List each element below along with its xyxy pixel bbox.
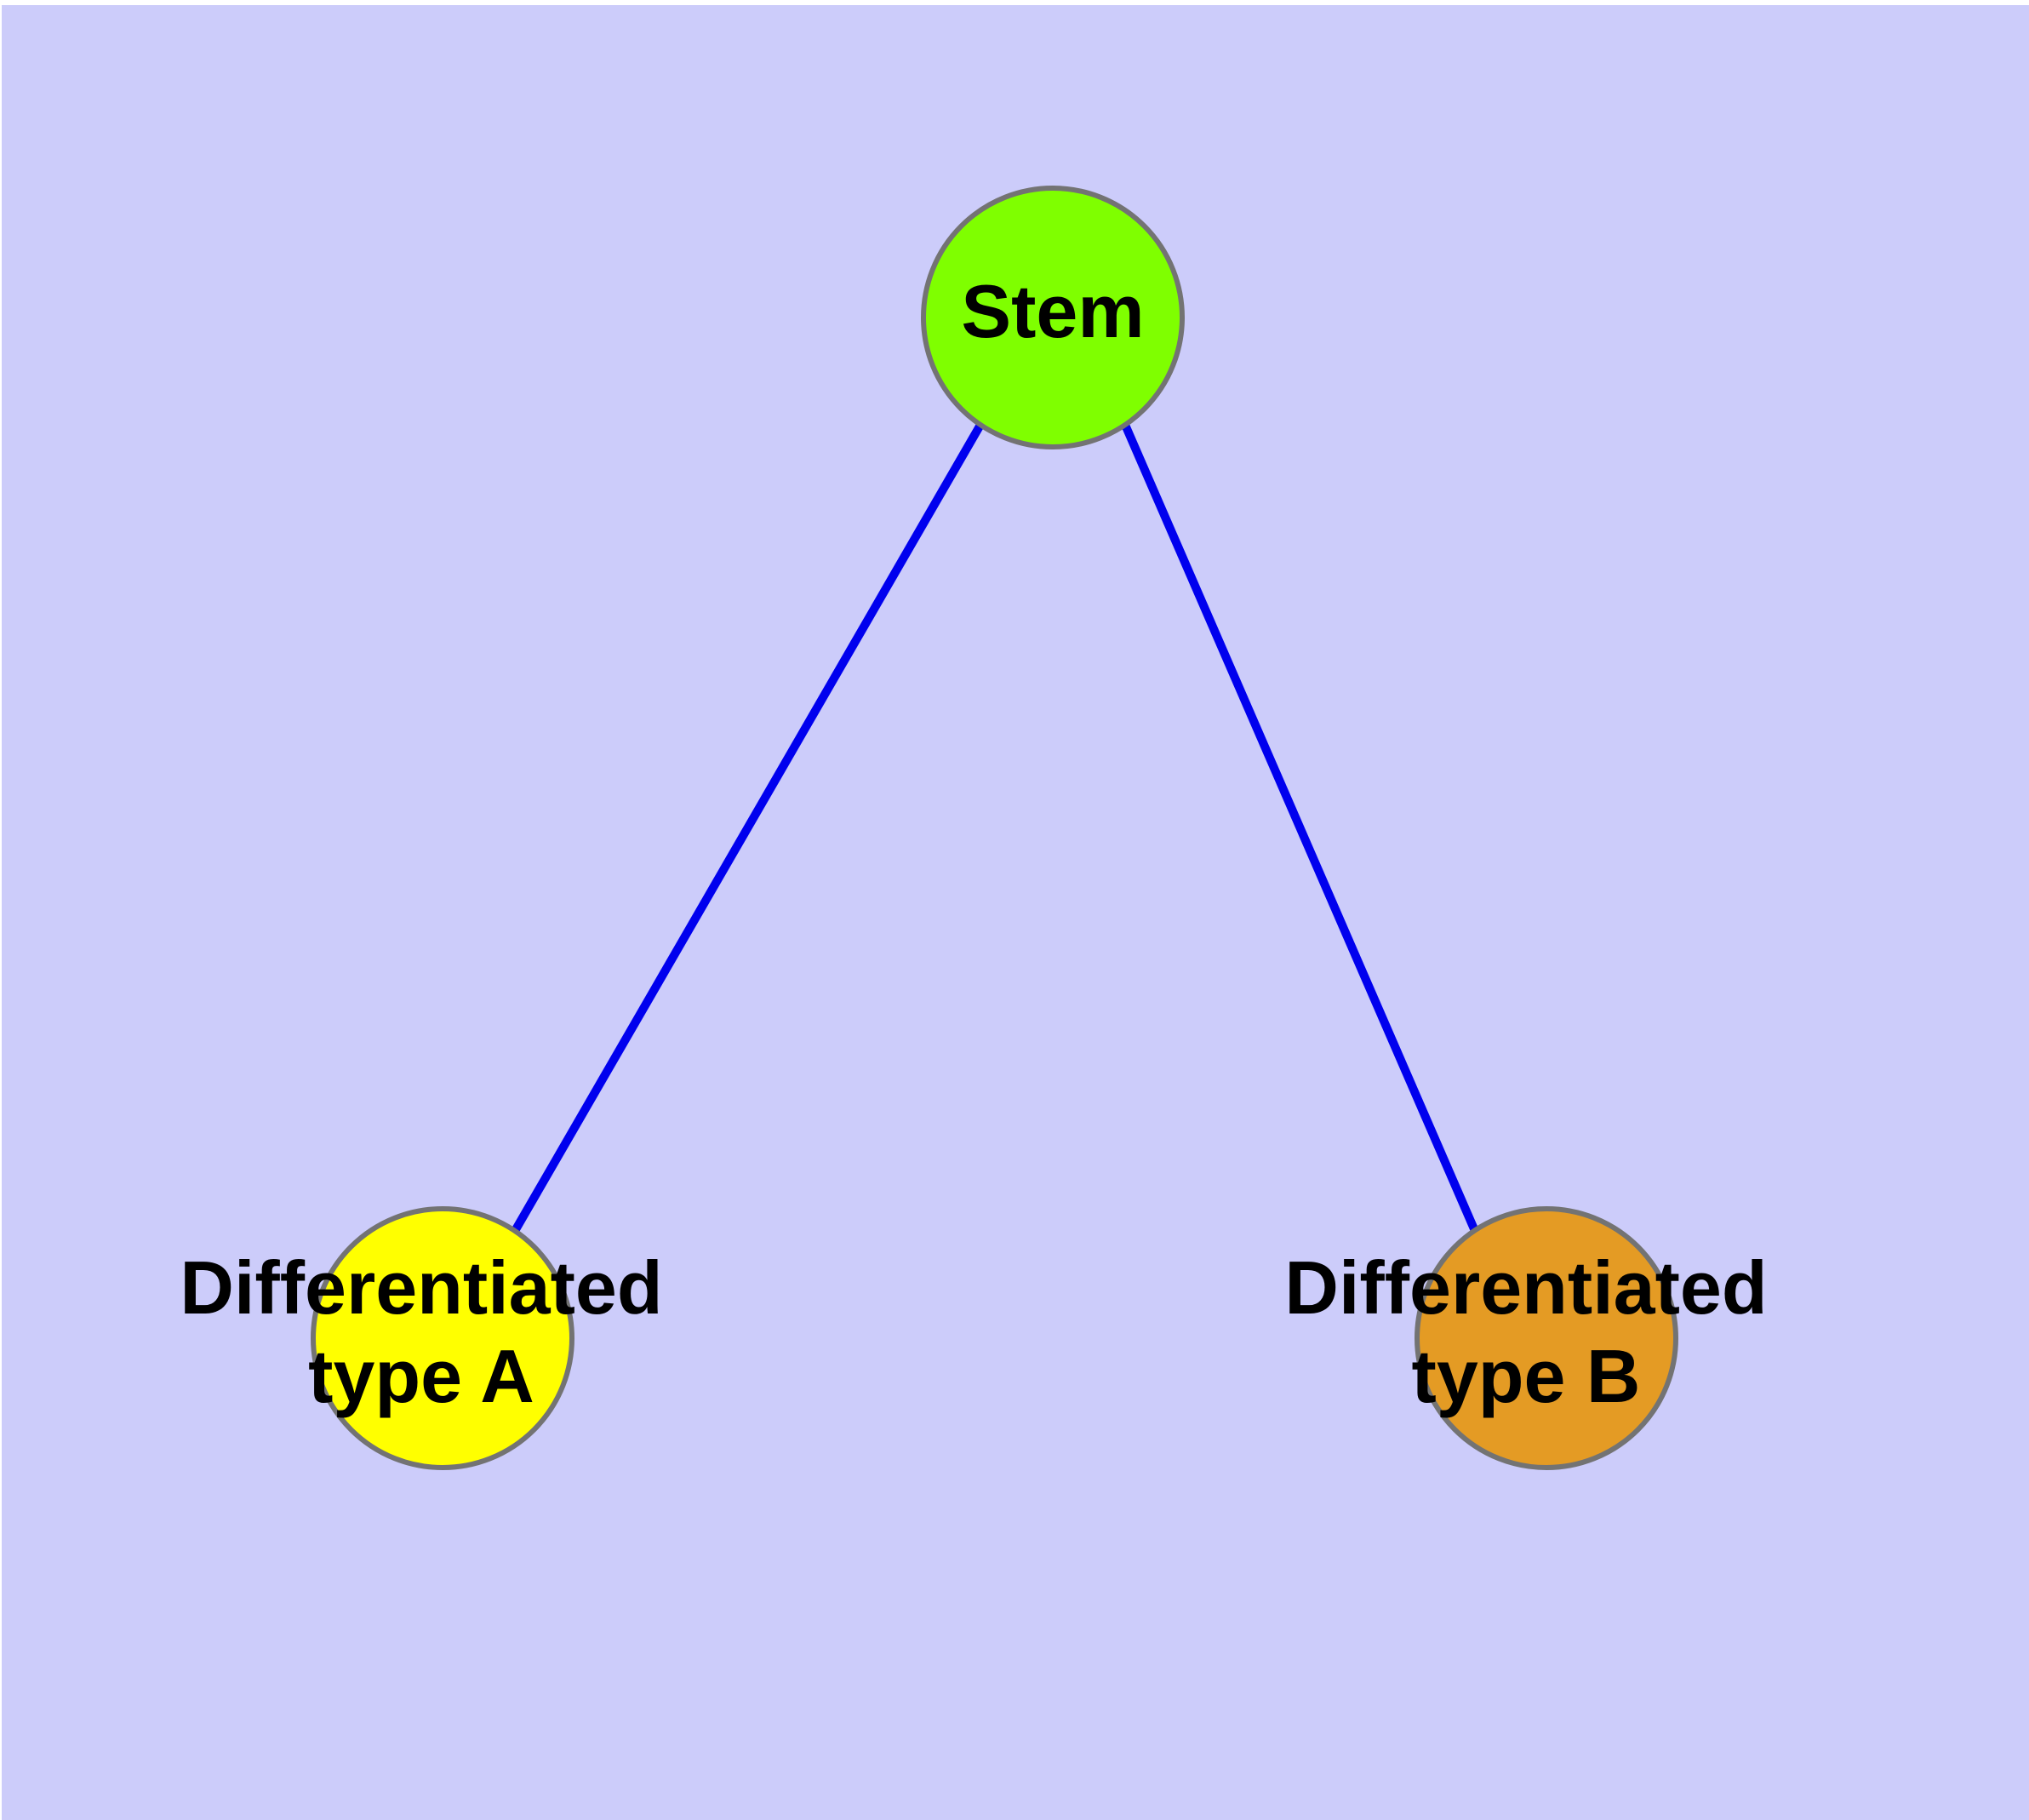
node-differentiated-type-b-circle[interactable]	[1415, 1206, 1678, 1470]
node-layer	[311, 186, 1678, 1470]
node-stem-label: Stem	[961, 269, 1144, 353]
edge-stem-to-differentiated-type-b[interactable]	[1121, 423, 1479, 1233]
node-differentiated-type-a[interactable]	[311, 1206, 574, 1470]
node-stem[interactable]	[921, 186, 1185, 449]
edge-stem-to-differentiated-type-a[interactable]	[511, 422, 985, 1233]
node-label-line: Differentiated	[1284, 1245, 1767, 1330]
node-label-line: type B	[1412, 1334, 1641, 1418]
node-label-line: type A	[308, 1334, 534, 1418]
node-label-line: Stem	[961, 269, 1144, 353]
edge-layer	[511, 422, 1479, 1233]
node-differentiated-type-a-circle[interactable]	[311, 1206, 574, 1470]
node-differentiated-type-b[interactable]	[1415, 1206, 1678, 1470]
node-label-line: Differentiated	[180, 1245, 662, 1330]
node-stem-circle[interactable]	[921, 186, 1185, 449]
